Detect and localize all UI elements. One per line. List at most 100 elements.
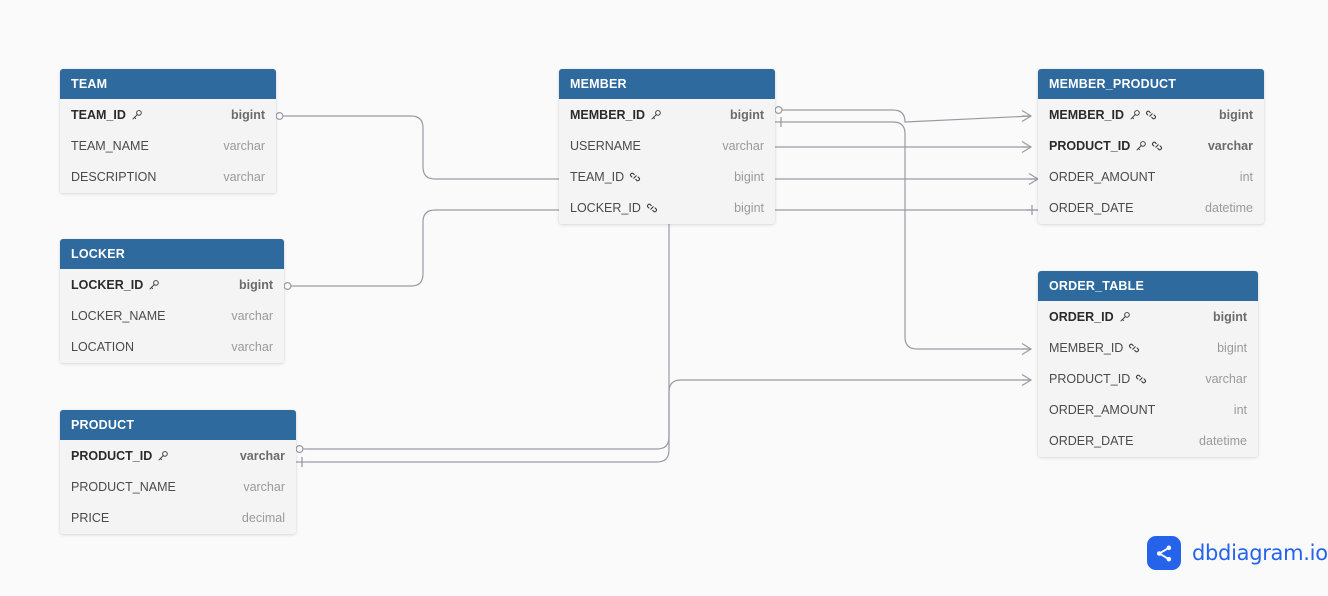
field-row[interactable]: LOCKER_ID bigint [559,192,775,223]
field-name: PRODUCT_ID [71,449,230,463]
field-name-label: DESCRIPTION [71,169,157,184]
primary-key-icon [651,109,661,119]
field-name-label: MEMBER_ID [570,107,646,122]
field-row[interactable]: LOCKER_ID bigint [60,269,284,300]
table-title[interactable]: ORDER_TABLE [1038,271,1258,301]
field-name: ORDER_ID [1049,310,1203,324]
primary-key-icon [158,450,169,460]
field-name: LOCKER_ID [71,278,229,292]
field-row[interactable]: TEAM_ID bigint [60,99,276,130]
dbdiagram-brand[interactable]: dbdiagram.io [1147,536,1328,570]
cardinality-marker-one [775,117,787,127]
field-type: bigint [1217,340,1247,355]
field-key-icons [1129,109,1157,121]
field-type: varchar [722,138,764,153]
field-row[interactable]: ORDER_ID bigint [1038,301,1258,332]
field-key-icons [1128,342,1140,354]
table-title[interactable]: LOCKER [60,239,284,269]
primary-key-icon [1136,140,1147,150]
primary-key-icon [132,109,142,119]
field-type: bigint [1218,107,1253,122]
brand-label: dbdiagram.io [1192,541,1328,565]
field-type: bigint [230,107,265,122]
relationship-line [307,379,1032,463]
field-type: bigint [1212,309,1247,324]
table-title[interactable]: MEMBER_PRODUCT [1038,69,1264,99]
relationship-line [786,109,1032,123]
field-name-label: PRODUCT_ID [1049,138,1131,153]
field-key-icons [148,279,160,291]
field-name-label: ORDER_ID [1049,309,1114,324]
relationship-line [786,121,1032,350]
foreign-key-icon [1145,110,1157,119]
cardinality-marker-many [1021,109,1032,123]
field-name: MEMBER_ID [570,108,720,122]
cardinality-marker-many [1028,172,1039,186]
field-key-icons [646,202,658,214]
field-row[interactable]: MEMBER_ID bigint [1038,99,1264,130]
field-name: PRODUCT_ID [1049,139,1198,153]
field-name-label: LOCKER_ID [570,200,641,215]
cardinality-marker-one [296,457,308,467]
field-name-label: ORDER_AMOUNT [1049,169,1156,184]
cardinality-marker-zero-one [774,105,787,114]
field-name-label: PRODUCT_NAME [71,479,176,494]
field-name: PRODUCT_ID [1049,372,1195,386]
field-name: TEAM_ID [71,108,221,122]
table-title[interactable]: TEAM [60,69,276,99]
cardinality-marker-zero-one [283,282,296,291]
field-type: varchar [231,308,273,323]
field-name-label: PRODUCT_ID [1049,371,1131,386]
primary-key-icon [1120,311,1130,321]
field-name: ORDER_DATE [1049,201,1195,215]
field-name-label: ORDER_DATE [1049,433,1134,448]
field-type: bigint [734,200,764,215]
table-title[interactable]: PRODUCT [60,410,296,440]
cardinality-marker-zero-one [275,111,288,120]
cardinality-marker-one [1026,205,1038,215]
field-name: PRODUCT_NAME [71,480,233,494]
field-name-label: ORDER_DATE [1049,200,1134,215]
field-type: int [1233,402,1247,417]
field-name: ORDER_DATE [1049,434,1189,448]
field-name-label: PRODUCT_ID [71,448,153,463]
table-title[interactable]: MEMBER [559,69,775,99]
share-nodes-icon [1147,536,1181,570]
field-key-icons [1135,140,1163,152]
field-type: bigint [238,277,273,292]
field-name-label: TEAM_NAME [71,138,149,153]
foreign-key-icon [1152,141,1163,150]
field-name-label: MEMBER_ID [1049,107,1125,122]
field-key-icons [650,109,662,121]
field-name-label: LOCKER_ID [71,277,144,292]
